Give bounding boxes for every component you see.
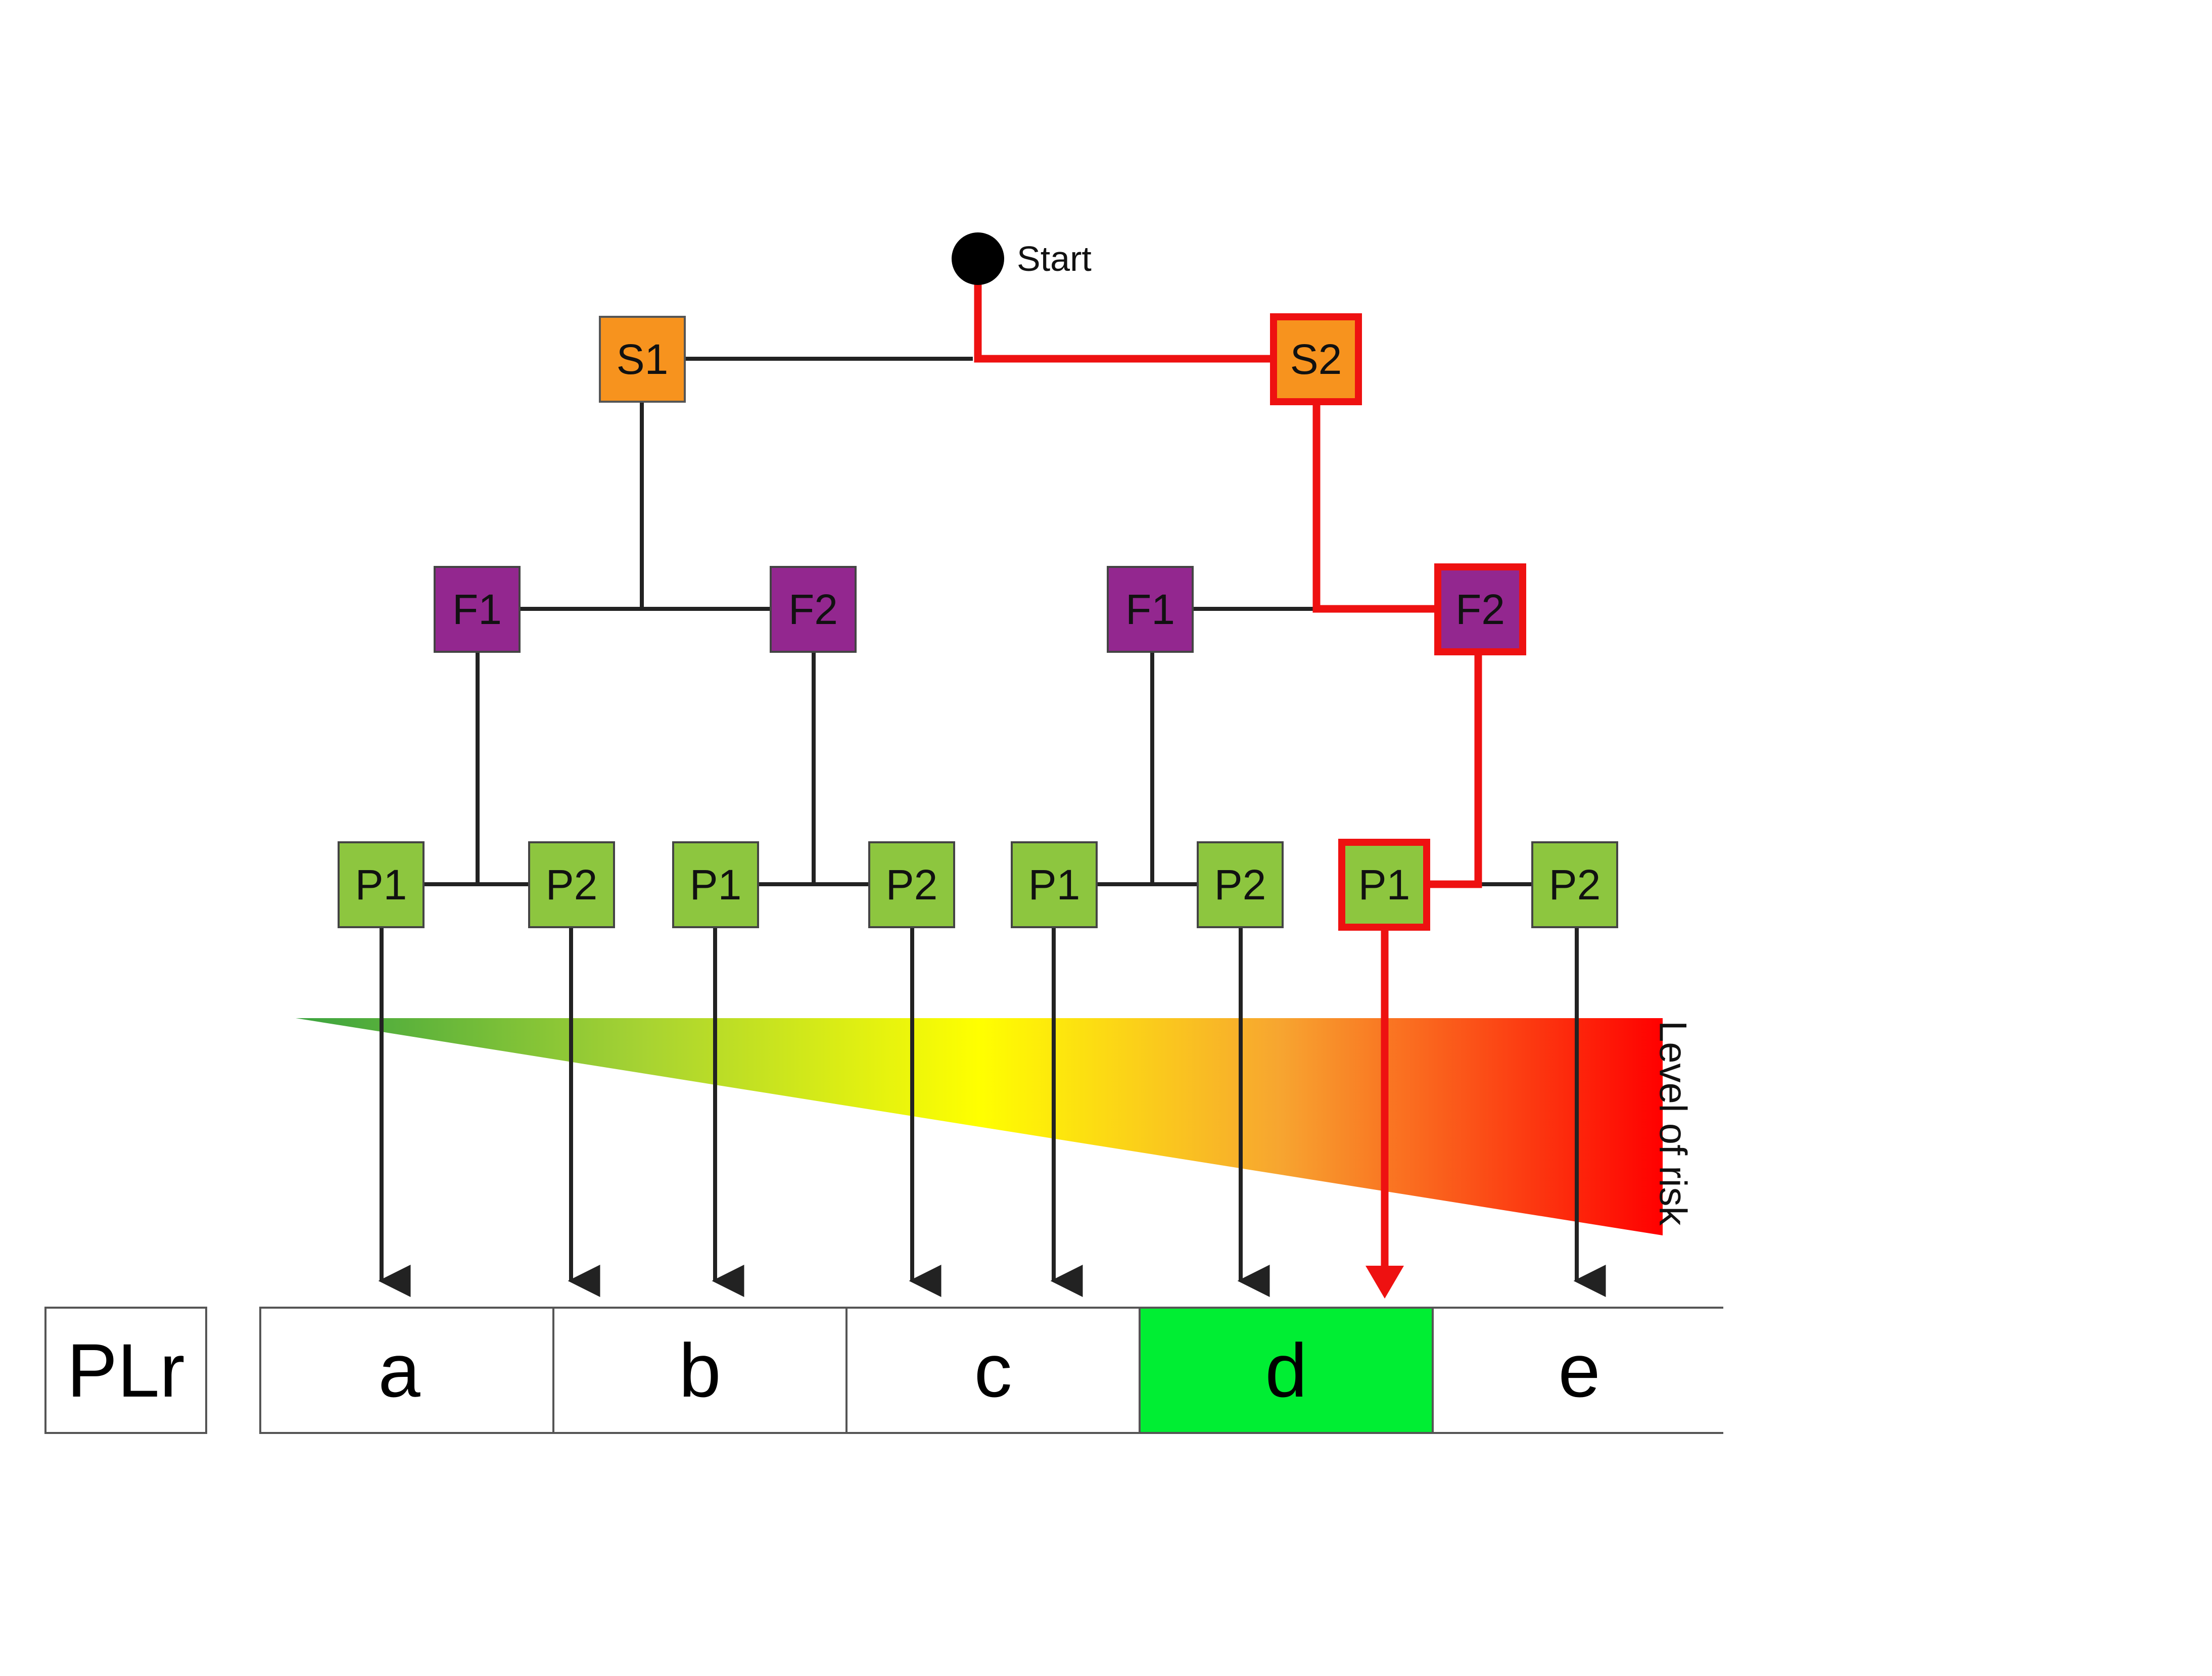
plr-level-row: a b c d e — [259, 1307, 1726, 1434]
possibility-node-5: P1 — [1011, 841, 1098, 928]
possibility-node-3: P1 — [672, 841, 759, 928]
risk-level-label: Level of risk — [1652, 1021, 1695, 1226]
frequency-label: F1 — [1125, 586, 1175, 633]
frequency-label: F2 — [1455, 586, 1505, 633]
plr-cell-d-selected — [1140, 1308, 1433, 1433]
possibility-label: P1 — [1028, 861, 1080, 908]
severity-label: S2 — [1290, 336, 1342, 383]
plr-cell-e — [1433, 1308, 1726, 1433]
risk-level-wedge — [296, 1018, 1663, 1235]
possibility-node-6: P2 — [1197, 841, 1284, 928]
possibility-node-7: P1 — [1338, 839, 1430, 931]
frequency-node-s2-f1: F1 — [1107, 566, 1194, 653]
tree-connectors — [425, 357, 1531, 886]
plr-cell-c — [846, 1308, 1140, 1433]
start-node — [952, 232, 1004, 285]
highlighted-risk-path — [974, 280, 1482, 1299]
plr-level-d-text: d — [1265, 1328, 1307, 1413]
plr-cell-a — [260, 1308, 553, 1433]
possibility-label: P2 — [886, 861, 938, 908]
possibility-label: P2 — [1214, 861, 1266, 908]
possibility-label: P2 — [1549, 861, 1601, 908]
plr-label-box: PLr — [44, 1307, 207, 1434]
plr-cell-b — [553, 1308, 846, 1433]
start-label: Start — [1017, 239, 1092, 278]
severity-node-s2: S2 — [1270, 313, 1362, 405]
possibility-label: P2 — [546, 861, 598, 908]
plr-level-e-text: e — [1558, 1328, 1600, 1413]
possibility-node-8: P2 — [1531, 841, 1618, 928]
frequency-node-s2-f2: F2 — [1434, 563, 1526, 655]
frequency-node-s1-f1: F1 — [434, 566, 521, 653]
frequency-label: F1 — [452, 586, 502, 633]
possibility-node-1: P1 — [338, 841, 425, 928]
possibility-node-2: P2 — [528, 841, 615, 928]
possibility-label: P1 — [355, 861, 407, 908]
possibility-node-4: P2 — [868, 841, 955, 928]
severity-node-s1: S1 — [599, 316, 686, 403]
frequency-node-s1-f2: F2 — [770, 566, 857, 653]
plr-label: PLr — [67, 1328, 184, 1413]
severity-label: S1 — [617, 336, 669, 383]
plr-level-b-text: b — [679, 1328, 721, 1413]
frequency-label: F2 — [788, 586, 838, 633]
arrows-to-plr — [378, 927, 1606, 1297]
possibility-label: P1 — [1358, 861, 1410, 908]
plr-level-c-text: c — [974, 1328, 1012, 1413]
possibility-label: P1 — [690, 861, 742, 908]
plr-level-a-text: a — [378, 1328, 420, 1413]
